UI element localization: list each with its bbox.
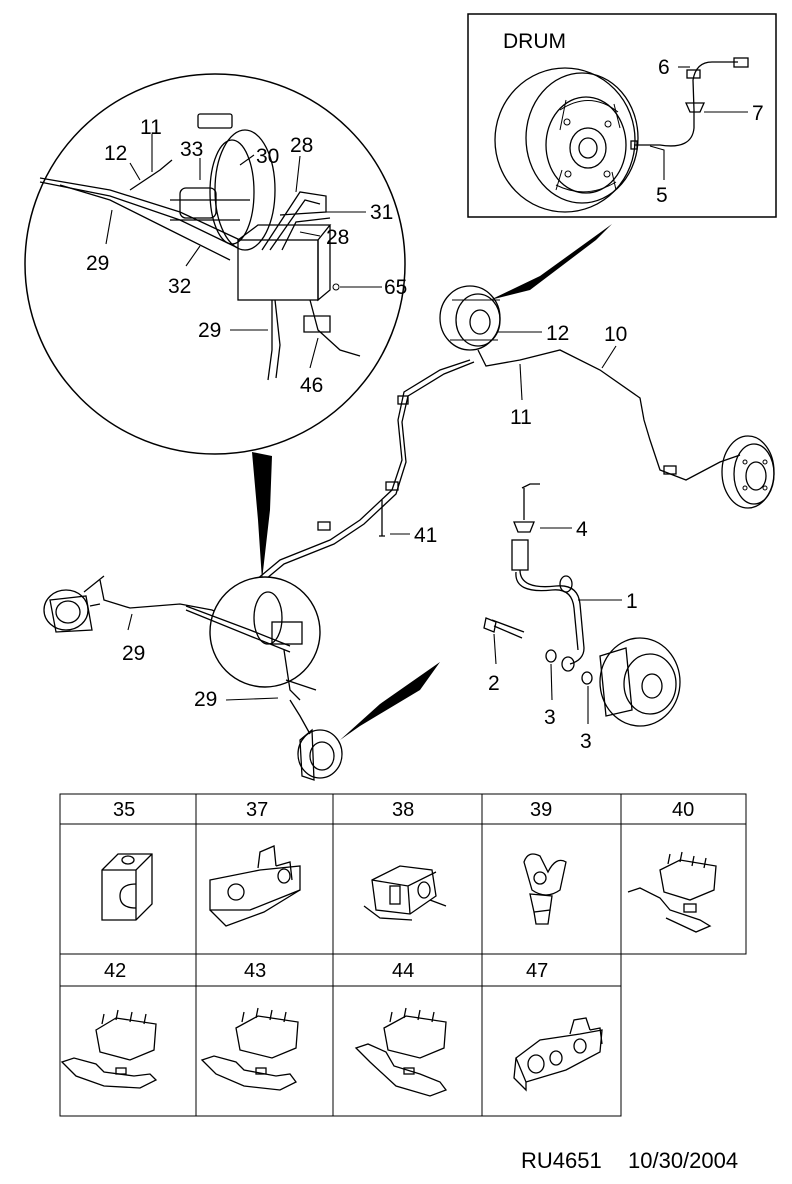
bolt-41-icon xyxy=(379,500,385,537)
clip-40-number: 40 xyxy=(672,799,694,821)
clip-37-icon xyxy=(209,845,301,927)
callout-28-upper: 28 xyxy=(290,134,313,157)
front-left-knuckle-icon xyxy=(43,575,105,633)
callout-7: 7 xyxy=(752,102,764,125)
clip-43-number: 43 xyxy=(244,960,266,982)
clip-43-icon xyxy=(200,1007,299,1091)
clip-39-icon xyxy=(523,853,567,925)
clip-44-icon xyxy=(354,1007,448,1097)
callout-11-main: 11 xyxy=(510,406,532,429)
callout-5: 5 xyxy=(656,184,668,207)
callout-12-main: 12 xyxy=(546,322,569,345)
pointer-wedge xyxy=(340,662,440,740)
clip-35-icon xyxy=(101,853,153,921)
callout-3-left: 3 xyxy=(544,706,556,729)
clips-table: 35 37 38 39 40 42 43 44 47 xyxy=(59,793,747,1117)
pointer-wedge xyxy=(490,224,612,300)
main-master-cylinder-icon xyxy=(185,576,321,701)
callout-29-main-left: 29 xyxy=(122,642,145,665)
callout-11-inset: 11 xyxy=(140,116,162,139)
diagram-code: RU4651 xyxy=(521,1148,602,1173)
callout-12-inset: 12 xyxy=(104,142,127,165)
callout-2: 2 xyxy=(488,672,500,695)
callout-6: 6 xyxy=(658,56,670,79)
master-cylinder-inset: 11 12 33 30 28 31 28 29 32 65 29 46 xyxy=(24,73,407,455)
callout-33: 33 xyxy=(180,138,203,161)
callout-65: 65 xyxy=(384,276,407,299)
callout-1: 1 xyxy=(626,590,638,613)
clip-42-icon xyxy=(60,1009,158,1089)
callout-41: 41 xyxy=(414,524,437,547)
rear-drum-icon xyxy=(439,285,501,351)
callout-31: 31 xyxy=(370,201,393,224)
clip-47-number: 47 xyxy=(526,960,548,982)
callout-10: 10 xyxy=(604,323,627,346)
callout-46: 46 xyxy=(300,374,323,397)
drum-inset: DRUM 6 7 5 xyxy=(467,13,777,218)
callout-29-main-mid: 29 xyxy=(194,688,217,711)
front-right-disc-icon xyxy=(289,699,343,781)
brake-line-layout xyxy=(43,285,775,781)
clip-39-number: 39 xyxy=(530,799,552,821)
rear-brake-pipe-icon xyxy=(634,61,738,147)
callout-29-inset-left: 29 xyxy=(86,252,109,275)
clip-38-number: 38 xyxy=(392,799,414,821)
callout-3-right: 3 xyxy=(580,730,592,753)
clip-47-icon xyxy=(513,1017,603,1092)
clip-40-icon xyxy=(627,851,717,933)
clip-35-number: 35 xyxy=(113,799,135,821)
clip-44-number: 44 xyxy=(392,960,414,982)
front-disc-brake-icon xyxy=(599,637,681,727)
callout-4: 4 xyxy=(576,518,588,541)
drum-brake-assembly-icon xyxy=(494,67,639,213)
clip-38-icon xyxy=(363,865,447,921)
front-hose-assembly xyxy=(483,483,681,727)
diagram-date: 10/30/2004 xyxy=(628,1148,738,1173)
callout-28-lower: 28 xyxy=(326,226,349,249)
callout-30: 30 xyxy=(256,145,279,168)
master-cylinder-assembly-icon xyxy=(39,113,361,381)
rear-right-drum-icon xyxy=(721,435,775,509)
callout-29-inset-mid: 29 xyxy=(198,319,221,342)
callout-32: 32 xyxy=(168,275,191,298)
clip-37-number: 37 xyxy=(246,799,268,821)
drum-inset-title: DRUM xyxy=(503,30,566,53)
pointer-wedge xyxy=(252,452,272,580)
clip-42-number: 42 xyxy=(104,960,126,982)
